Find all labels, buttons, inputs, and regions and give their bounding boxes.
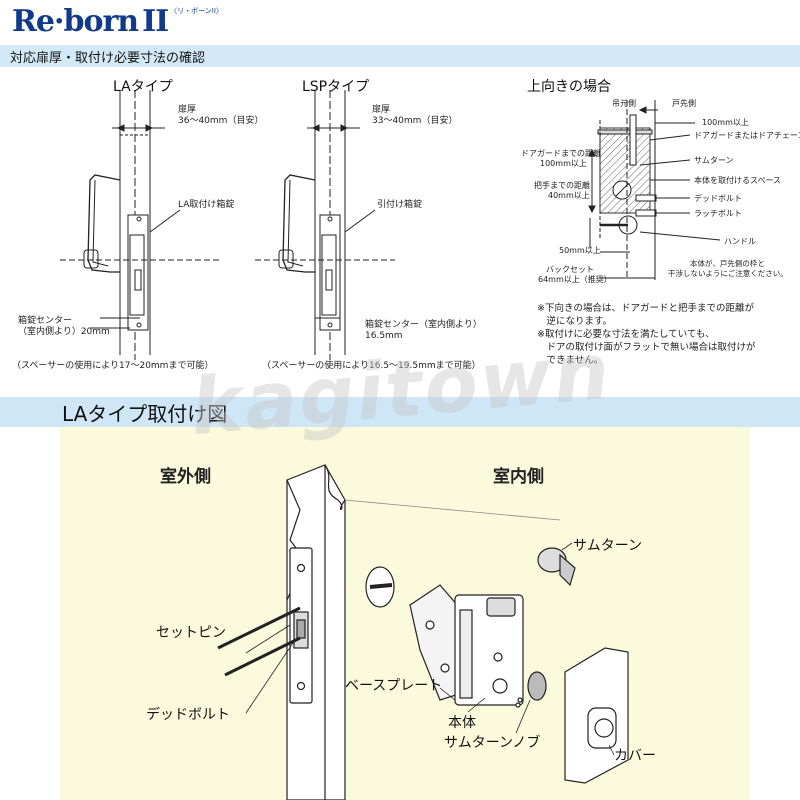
dim-50-label: 50mm以上 [559,246,601,255]
backset-line2: 64mm以上（推奨） [538,275,612,284]
install-title: LAタイプ取付け図 [62,401,228,426]
brand-logo: Re·born II 〈リ・ボーンII〉 [12,4,223,40]
latchbolt-label: ラッチボルト [694,209,742,218]
lsp-center-line1: 箱錠センター（室内側より） [365,320,482,330]
lsp-door-diagram [255,90,395,360]
upward-notes: ※下向きの場合は、ドアガードと把手までの距離が 逆になります。 ※取付けに必要な… [537,302,756,367]
la-door-diagram [60,90,220,360]
lsp-spacer-note: （スペーサーの使用により16.5〜19.5mmまで可能） [262,361,481,371]
section-header-install: LAタイプ取付け図 [0,397,800,427]
la-case-label: LA取付け箱錠 [178,200,235,210]
body-space-label: 本体を取付けるスペース [694,176,782,185]
door-edge-side-label: 戸先側 [672,99,696,108]
part-thumbturn: サムターン [573,538,643,554]
lsp-thickness-value: 33〜40mm（目安） [372,116,458,126]
handle-distance-line1: 把手までの距離 [534,181,590,190]
upward-title: 上向きの場合 [527,79,611,95]
lsp-case-label: 引付け箱錠 [377,200,423,210]
section-header-dimensions: 対応扉厚・取付け必要寸法の確認 [0,45,800,67]
outside-label: 室外側 [160,467,211,487]
part-base-plate: ベースプレート [345,678,443,694]
brand-name: Re·born [12,4,139,39]
hinge-side-label: 吊元側 [612,99,636,108]
lsp-center-line2: 16.5mm [365,331,403,341]
dimension-diagrams [60,90,721,360]
la-center-line1: 箱錠センター [18,316,73,326]
la-thickness-label: 扉厚 [178,105,197,115]
note-line: ドアの取付け面がフラットで無い場合は取付けが [537,342,756,353]
la-center-line2: （室内側より）20mm [18,327,110,337]
part-thumbturn-knob: サムターンノブ [444,735,541,751]
thumbturn-top-label: サムターン [694,156,734,165]
la-type-title: LAタイプ [113,79,173,95]
part-deadbolt: デッドボルト [146,707,230,723]
note-line: できません。 [537,355,604,366]
inside-label: 室内側 [493,467,544,487]
frame-note-line2: 干渉しないようにご注意ください。 [668,269,788,278]
brand-subtitle: 〈リ・ボーンII〉 [170,7,223,15]
guard-distance-line2: 100mm以上 [540,159,587,168]
dim-100-top: 100mm以上 [702,118,749,127]
handle-label: ハンドル [724,237,756,246]
brand-suffix: II [142,4,169,39]
la-thickness-value: 36〜40mm（目安） [178,116,264,126]
upward-diagram [588,100,721,280]
lsp-thickness-label: 扉厚 [372,105,391,115]
backset-line1: バックセット [546,265,594,274]
part-cover: カバー [614,748,656,764]
frame-note-line1: 本体が、戸先側の枠と [690,259,765,268]
handle-distance-line2: 40mm以上 [548,191,590,200]
part-set-pin: セットピン [156,625,226,641]
la-spacer-note: （スペーサーの使用により17〜20mmまで可能） [12,361,214,371]
part-body: 本体 [448,715,476,731]
note-line: ※取付けに必要な寸法を満たしていても、 [537,329,715,340]
guard-distance-line1: ドアガードまでの距離 [521,149,601,158]
deadbolt-top-label: デッドボルト [694,194,742,203]
note-line: 逆になります。 [537,316,613,327]
install-panel [60,427,750,800]
section-title: 対応扉厚・取付け必要寸法の確認 [10,50,206,66]
note-line: ※下向きの場合は、ドアガードと把手までの距離が [537,303,754,314]
door-guard-label: ドアガードまたはドアチェーン [694,131,800,140]
lsp-type-title: LSPタイプ [302,79,370,95]
